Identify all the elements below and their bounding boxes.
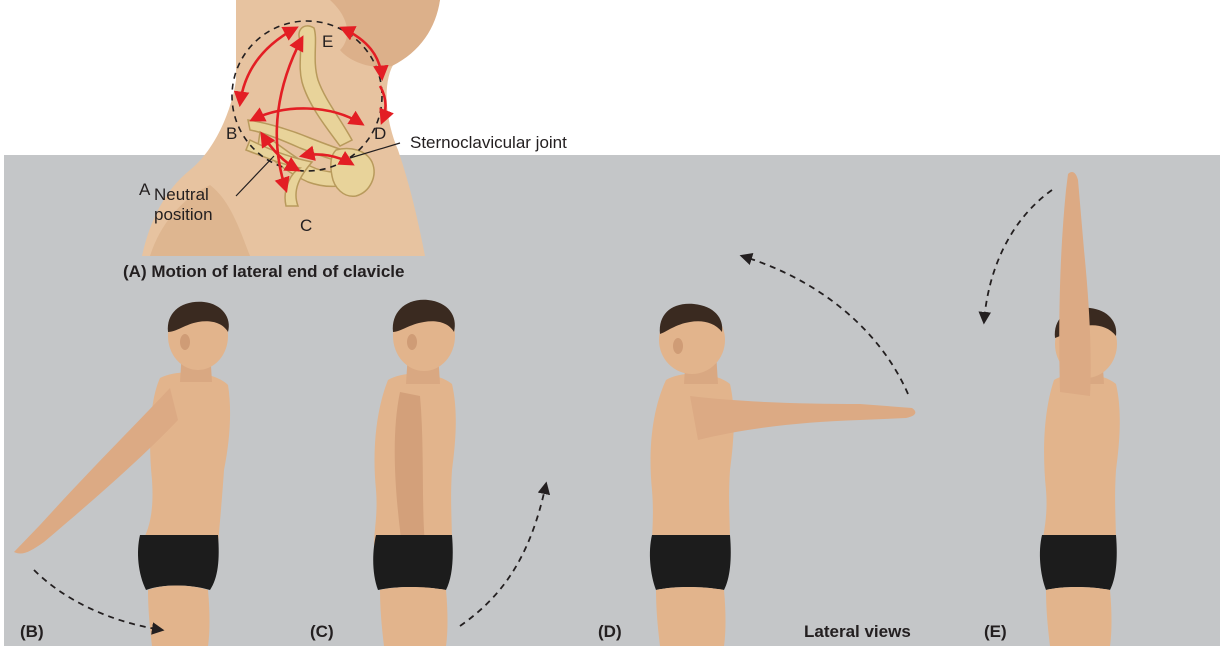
figure-c-leg [380, 587, 448, 646]
figure-e-leg [1046, 587, 1112, 646]
panel-d-label: (D) [598, 622, 622, 642]
figure-b-briefs [138, 535, 219, 590]
figure-b [14, 302, 230, 646]
figure-c [373, 300, 456, 646]
position-d-label: D [374, 124, 386, 144]
figure-d-arm [690, 396, 915, 440]
figure-e-motion-arrow [984, 190, 1052, 322]
panel-a-caption: (A) Motion of lateral end of clavicle [123, 262, 404, 282]
position-a-label: A [139, 180, 150, 200]
figure-e-briefs [1040, 535, 1117, 590]
figure-c-ear [407, 334, 417, 350]
figure-d-leg [656, 587, 726, 646]
panel-c-label: (C) [310, 622, 334, 642]
figure-d-ear [673, 338, 683, 354]
figure-d-motion-arrow [742, 256, 908, 394]
figure-c-briefs [373, 535, 453, 590]
figure-d [650, 304, 915, 646]
lateral-views-label: Lateral views [804, 622, 911, 642]
position-e-label: E [322, 32, 333, 52]
figure-b-ear [180, 334, 190, 350]
panel-e-label: (E) [984, 622, 1007, 642]
neutral-position-label-line2: position [154, 205, 213, 225]
sternoclavicular-joint-label: Sternoclavicular joint [410, 133, 567, 153]
figure-e [1040, 172, 1120, 646]
figure-e-torso [1042, 374, 1120, 545]
position-b-label: B [226, 124, 237, 144]
figure-e-arm [1059, 172, 1091, 396]
figure-b-leg [148, 586, 210, 646]
figure-d-briefs [650, 535, 731, 590]
panel-b-label: (B) [20, 622, 44, 642]
figure-b-torso [140, 372, 230, 545]
position-c-label: C [300, 216, 312, 236]
figure-c-motion-arrow [460, 484, 546, 626]
neutral-position-label-line1: Neutral [154, 185, 209, 205]
